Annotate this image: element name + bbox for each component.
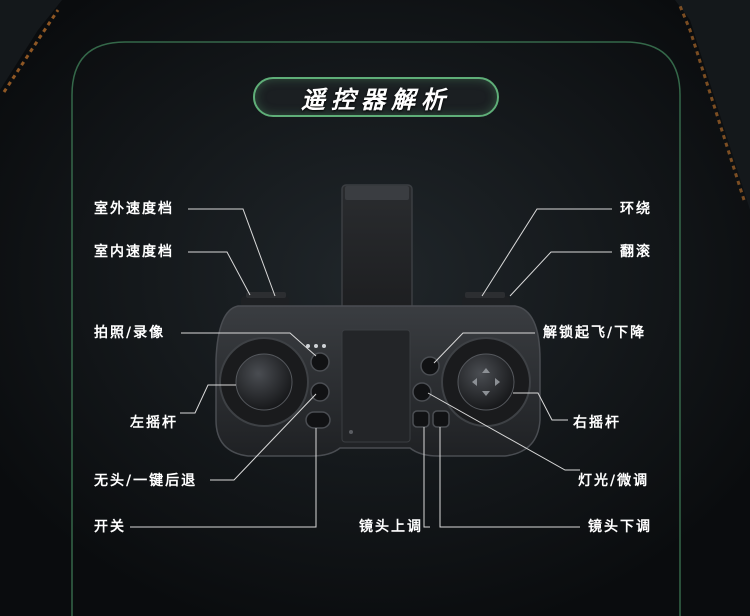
leader-right-stick	[513, 392, 568, 421]
label-indoor-speed: 室内速度档	[94, 244, 174, 260]
leader-left-stick	[180, 384, 236, 414]
light-trim-button	[412, 382, 432, 402]
lens-up-button	[412, 410, 430, 428]
phone-holder-clamp	[345, 186, 409, 200]
label-outdoor-speed: 室外速度档	[94, 201, 174, 217]
title-pill: 遥控器解析	[253, 77, 499, 117]
photo-video-button	[310, 352, 330, 372]
leader-unlock	[433, 332, 535, 364]
corner-decoration-left	[0, 0, 62, 90]
label-lens-down: 镜头下调	[588, 519, 652, 535]
controller-center-panel	[341, 329, 411, 443]
label-right-stick: 右摇杆	[573, 415, 621, 431]
label-light-trim: 灯光/微调	[578, 473, 650, 489]
right-bumper	[462, 296, 510, 308]
power-button	[305, 411, 331, 429]
right-stick	[457, 353, 515, 411]
page-title: 遥控器解析	[301, 85, 451, 114]
label-orbit: 环绕	[620, 201, 652, 217]
frame-border	[71, 41, 681, 616]
left-shoulder-button	[246, 292, 286, 298]
label-photo-video: 拍照/录像	[94, 325, 166, 341]
leader-light-trim	[427, 392, 580, 471]
label-flip: 翻滚	[620, 244, 652, 260]
center-dot	[349, 430, 353, 434]
corner-stripe-left	[2, 9, 60, 93]
leader-flip	[509, 251, 612, 297]
right-shoulder-button	[465, 292, 505, 298]
leader-headless-return	[210, 393, 317, 481]
label-left-stick: 左摇杆	[130, 415, 178, 431]
label-power: 开关	[94, 519, 126, 535]
unlock-takeoff-button	[420, 356, 440, 376]
led-1	[306, 344, 310, 348]
label-unlock-takeoff-land: 解锁起飞/下降	[543, 325, 647, 341]
left-bumper	[241, 296, 289, 308]
led-3	[322, 344, 326, 348]
corner-stripe-right	[678, 5, 746, 201]
leader-lens-up	[423, 427, 430, 528]
lens-down-button	[432, 410, 450, 428]
led-2	[314, 344, 318, 348]
leader-orbit	[481, 208, 612, 297]
leader-lines	[130, 208, 612, 528]
leader-outdoor-speed	[188, 208, 276, 297]
headless-return-button	[310, 382, 330, 402]
leader-photo-video	[181, 332, 317, 357]
leader-power	[130, 428, 317, 528]
leader-lens-down	[439, 427, 580, 528]
leader-indoor-speed	[188, 251, 251, 296]
left-stick	[235, 353, 293, 411]
label-lens-up: 镜头上调	[359, 519, 423, 535]
corner-decoration-right	[675, 0, 750, 210]
label-headless-return: 无头/一键后退	[94, 473, 198, 489]
